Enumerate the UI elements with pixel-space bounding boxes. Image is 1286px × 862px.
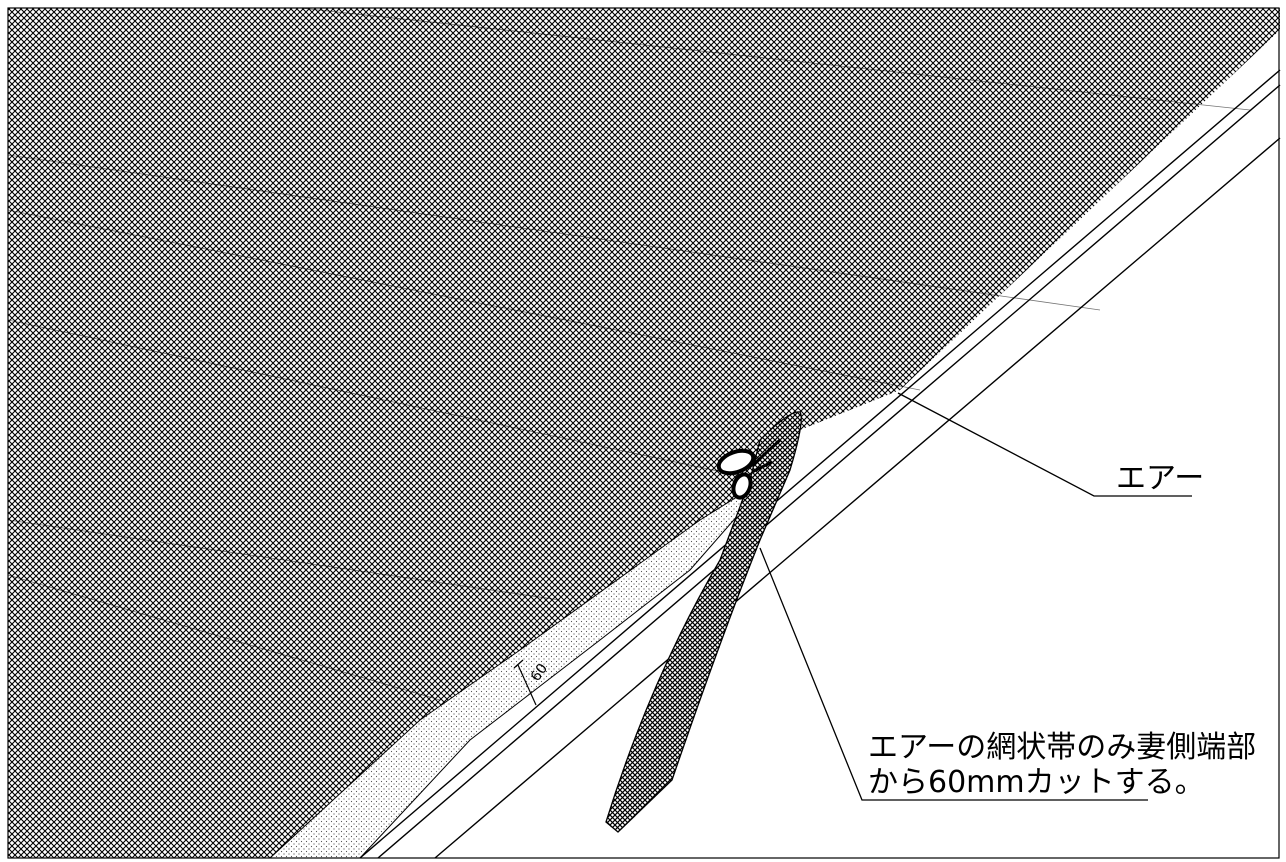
- drawing-frame: [7, 7, 1280, 859]
- cut-note-line-1: エアーの網状帯のみ妻側端部: [868, 730, 1256, 765]
- leader-lines: [759, 392, 1192, 801]
- cut-note-line-2: から60mmカットする。: [868, 765, 1205, 800]
- tile-course-lines: [7, 7, 1251, 701]
- mesh-band-strip: [605, 411, 802, 833]
- scissors-icon: [716, 438, 782, 500]
- dimension-marker: [513, 659, 537, 706]
- roof-tile-hatched-area: [8, 8, 1280, 858]
- air-callout-label: エアー: [1116, 461, 1204, 496]
- verge-edge-lines: [359, 69, 1281, 859]
